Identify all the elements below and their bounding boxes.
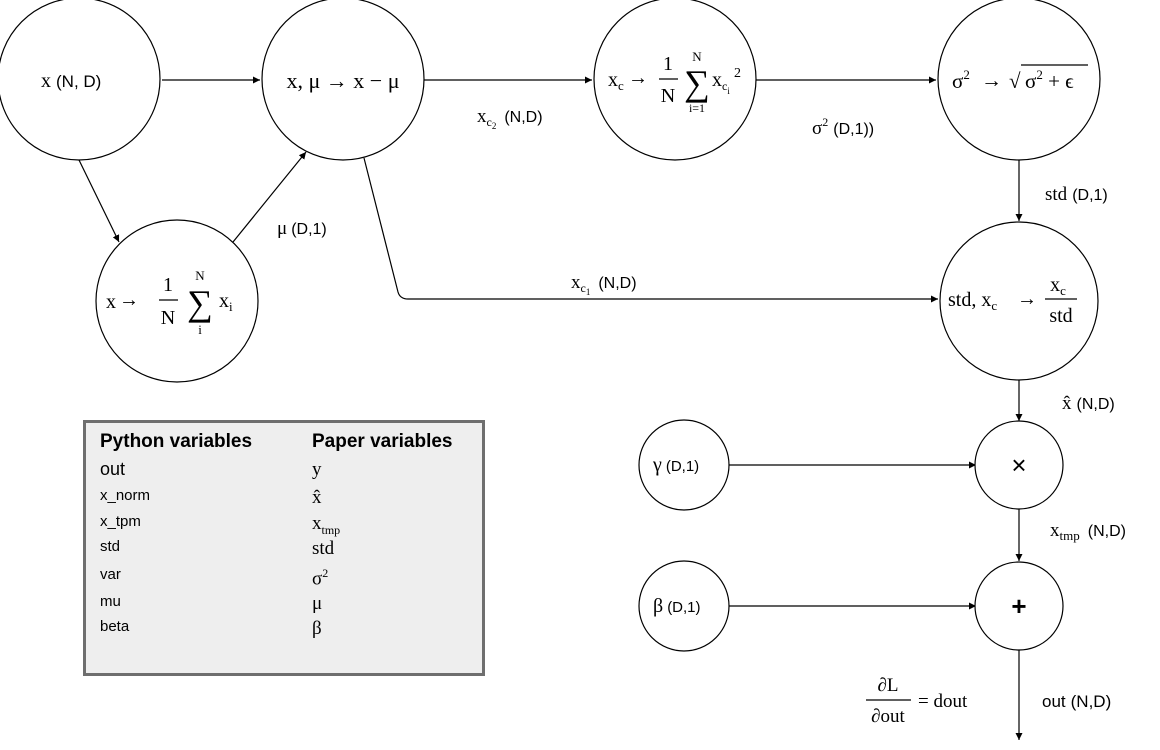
legend-row: out y	[86, 459, 482, 483]
node-mean	[95, 219, 259, 383]
edge-label-sigma2: σ2(D,1))	[812, 115, 874, 139]
legend-python-var: var	[100, 566, 121, 583]
edge-label-dout: ∂L ∂out = dout	[866, 675, 968, 727]
legend-python-var: std	[100, 538, 121, 555]
svg-text:std: std	[1049, 305, 1072, 327]
edge-label-xtmp: xtmp(N,D)	[1050, 520, 1126, 543]
node-std-label: σ2 → √ σ2 + ϵ	[952, 64, 1088, 93]
node-add-label: +	[1011, 591, 1026, 621]
legend-header-paper: Paper variables	[312, 431, 453, 452]
svg-text:xc: xc	[1050, 274, 1066, 298]
edge-label-xc2: xc2(N,D)	[477, 106, 543, 131]
legend-python-var: mu	[100, 593, 121, 610]
svg-text:N: N	[161, 307, 175, 329]
edge-label-xhat: x̂(N,D)	[1062, 393, 1115, 414]
node-multiply	[974, 420, 1064, 510]
edge-label-xc1: xc1(N,D)	[571, 272, 637, 297]
svg-text:→: →	[119, 289, 139, 311]
svg-text:xc: xc	[608, 69, 624, 93]
node-add	[974, 561, 1064, 651]
svg-text:x: x	[106, 291, 116, 313]
svg-text:∑: ∑	[187, 283, 213, 323]
legend-paper-var: y	[312, 459, 322, 480]
edge-label-std: std(D,1)	[1045, 184, 1108, 205]
legend-python-var: beta	[100, 618, 130, 635]
legend-paper-var: std	[312, 538, 335, 559]
svg-text:√: √	[1009, 69, 1021, 93]
node-variance	[593, 0, 757, 161]
legend-paper-var: β	[312, 618, 322, 639]
legend-row: var σ2	[86, 566, 482, 590]
svg-text:→: →	[628, 67, 648, 89]
node-multiply-label: ×	[1011, 450, 1026, 480]
svg-text:= dout: = dout	[918, 691, 968, 712]
legend-row: x_norm x̂	[86, 487, 482, 511]
legend-row: beta β	[86, 618, 482, 642]
variable-legend: Python variables Paper variables out y x…	[83, 420, 485, 676]
svg-text:→: →	[981, 68, 1002, 92]
svg-text:σ2 + ϵ: σ2 + ϵ	[1025, 67, 1074, 93]
node-normalize-label: std, xc → xc std	[948, 274, 1077, 327]
svg-text:→: →	[1017, 288, 1037, 310]
node-beta-label: β(D,1)	[653, 595, 701, 617]
node-center	[261, 0, 425, 161]
node-x-input	[0, 0, 161, 161]
node-mean-label: x → 1 N N ∑ i xi	[106, 268, 233, 337]
edge-mean-to-center	[232, 151, 307, 243]
legend-row: x_tpm xtmp	[86, 513, 482, 537]
svg-text:∂out: ∂out	[871, 706, 905, 727]
svg-text:N: N	[661, 85, 675, 107]
svg-text:N: N	[692, 49, 702, 64]
svg-text:std, xc: std, xc	[948, 289, 997, 313]
node-variance-label: xc → 1 N N ∑ i=1 xci 2	[608, 49, 741, 115]
legend-header-python: Python variables	[100, 431, 253, 452]
svg-text:σ2: σ2	[952, 67, 970, 93]
node-x-input-label: x(N, D)	[41, 70, 101, 92]
legend-paper-var: x̂	[312, 487, 322, 508]
legend-python-var: x_tpm	[100, 513, 141, 530]
node-gamma-label: γ(D,1)	[652, 454, 699, 476]
legend-paper-var: xtmp	[312, 513, 341, 537]
node-gamma	[638, 419, 730, 511]
svg-text:2: 2	[734, 66, 741, 81]
node-beta	[638, 560, 730, 652]
node-normalize	[939, 221, 1099, 381]
legend-python-var: out	[100, 459, 126, 479]
edge-x-to-mean	[78, 159, 120, 243]
svg-text:i: i	[198, 322, 202, 337]
edge-label-out: out(N,D)	[1042, 692, 1111, 711]
node-std	[937, 0, 1101, 161]
svg-text:∑: ∑	[684, 63, 710, 103]
edge-label-mu: μ(D,1)	[277, 218, 327, 239]
svg-text:N: N	[195, 268, 205, 283]
legend-row: mu μ	[86, 593, 482, 617]
legend-paper-var: σ2	[312, 566, 329, 590]
node-center-label: x, μ → x − μ	[287, 68, 400, 93]
svg-text:1: 1	[663, 53, 673, 75]
legend-paper-var: μ	[312, 593, 323, 614]
edge-center-to-normalize	[363, 157, 938, 303]
svg-text:xci: xci	[712, 69, 730, 96]
svg-text:1: 1	[163, 274, 173, 296]
svg-text:i=1: i=1	[689, 101, 705, 115]
svg-text:∂L: ∂L	[878, 675, 899, 696]
legend-row: std std	[86, 538, 482, 562]
legend-python-var: x_norm	[100, 487, 151, 504]
svg-text:xi: xi	[219, 290, 233, 314]
